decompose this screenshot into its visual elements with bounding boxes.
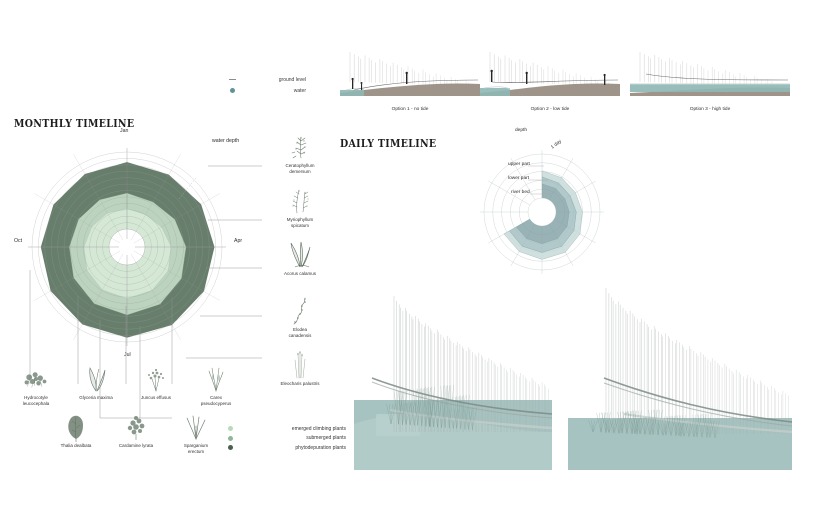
daily-period-label: 1 day (550, 139, 563, 151)
plant-grass-icon (89, 367, 106, 392)
plant-ceratophyllum-demersum: Ceratophyllum demersum (272, 132, 328, 174)
plant-cardamine-lyrata: Cardamine lyrata (108, 412, 164, 449)
plant-hydrocotyle-leucocephala: Hydrocotyle leucocephala (8, 364, 64, 406)
legend-label-ground-level: ground level (278, 76, 306, 83)
plant-curly-icon (293, 297, 306, 325)
legend-item-ground-level: ground level (222, 74, 306, 85)
category-dot-icon (228, 445, 234, 451)
plant-feathery-icon (291, 136, 307, 159)
tide-option-3: Option 3 - high tide (630, 38, 790, 112)
plant-name: Carex pseudocyperus (200, 395, 232, 406)
plant-rush-icon (294, 351, 306, 379)
daily-chart-svg (480, 150, 604, 274)
dash-marker-icon (222, 79, 242, 80)
legend-label-water: water (293, 87, 306, 94)
plant-name: Myriophyllum spicatum (286, 217, 314, 228)
daily-zone-lower-part: lower part (508, 176, 530, 181)
tide-option-1: Option 1 - no tide (340, 38, 480, 112)
plant-name: Ceratophyllum demersum (285, 163, 315, 174)
tide-option-3-section (630, 52, 790, 96)
render-left-svg (354, 296, 552, 470)
daily-zone-river-bed: river bed (511, 190, 530, 195)
daily-zone-upper-part: upper part (508, 162, 530, 167)
daily-depth-label: depth (515, 128, 528, 133)
plant-name: Thalia dealbata (60, 443, 92, 448)
plant-round-leaf-icon (24, 372, 47, 388)
plant-tuft-icon (148, 368, 164, 392)
plant-sedge-icon (208, 367, 224, 392)
plant-juncus-effusus: Juncus effusus (128, 364, 184, 401)
category-dot-icon (228, 426, 234, 432)
plant-name: Hydrocotyle leucocephala (22, 395, 50, 406)
plant-eleocharis-palustris: Eleocharis palustris (272, 350, 328, 387)
plant-name: Sparganium erectum (183, 443, 209, 454)
category-emerged-climbing-plants: emerged climbing plants (228, 424, 346, 434)
tide-option-2: Option 2 - low tide (480, 38, 620, 112)
daily-zone-leaders (528, 165, 552, 195)
tide-option-1-section (340, 52, 480, 96)
tide-option-2-section (480, 52, 620, 96)
plant-branched-icon (292, 189, 309, 214)
plant-acorus-calamus: Acorus calamus (272, 240, 328, 277)
plant-carex-pseudocyperus: Carex pseudocyperus (188, 364, 244, 406)
monthly-radial-chart (28, 148, 226, 346)
category-legend: emerged climbing plants submerged plants… (228, 424, 346, 453)
plant-name: Juncus effusus (141, 395, 171, 400)
category-label: phytodepuration plants (295, 444, 346, 451)
render-view-right (568, 282, 792, 470)
monthly-chart-svg (28, 148, 226, 346)
category-submerged-plants: submerged plants (228, 434, 346, 444)
plant-cluster-icon (127, 416, 145, 440)
category-label: emerged climbing plants (291, 425, 346, 432)
legend-item-water: water (222, 85, 306, 96)
category-phytodepuration-plants: phytodepuration plants (228, 443, 346, 453)
plant-sparganium-erectum: Sparganium erectum (168, 412, 224, 454)
month-label-oct: Oct (14, 238, 23, 244)
month-label-jan: Jan (120, 128, 129, 134)
plant-name: Eleocharis palustris (280, 381, 320, 386)
plant-thalia-dealbata: Thalia dealbata (48, 412, 104, 449)
category-label: submerged plants (306, 435, 346, 442)
plant-elodea-canadensis: Elodea canadensis (272, 296, 328, 338)
monthly-timeline-title: MONTHLY TIMELINE (14, 116, 135, 130)
tide-option-1-label: Option 1 - no tide (391, 107, 429, 112)
dot-marker-icon (222, 88, 242, 93)
tide-option-3-label: Option 3 - high tide (689, 107, 731, 112)
plant-name: Elodea canadensis (288, 327, 312, 338)
daily-timeline-title: DAILY TIMELINE (340, 136, 437, 150)
top-legend: ground level water (222, 74, 306, 96)
plant-name: Acorus calamus (283, 271, 316, 276)
render-view-left (354, 282, 552, 470)
tide-option-2-label: Option 2 - low tide (530, 107, 570, 112)
water-depth-axis-label: water depth (212, 138, 240, 144)
category-dot-icon (228, 435, 234, 441)
plant-spiky-icon (186, 415, 206, 440)
plant-glyceria-maxima: Glyceria maxima (68, 364, 124, 401)
render-right-svg (568, 288, 792, 470)
plant-name: Cardamine lyrata (118, 443, 154, 448)
plant-blade-icon (290, 241, 311, 268)
month-label-jul: Jul (124, 352, 131, 358)
plant-broadleaf-icon (68, 415, 83, 442)
plant-myriophyllum-spicatum: Myriophyllum spicatum (272, 186, 328, 228)
daily-radial-chart (480, 150, 612, 275)
month-label-apr: Apr (234, 238, 243, 244)
plant-name: Glyceria maxima (79, 395, 113, 400)
